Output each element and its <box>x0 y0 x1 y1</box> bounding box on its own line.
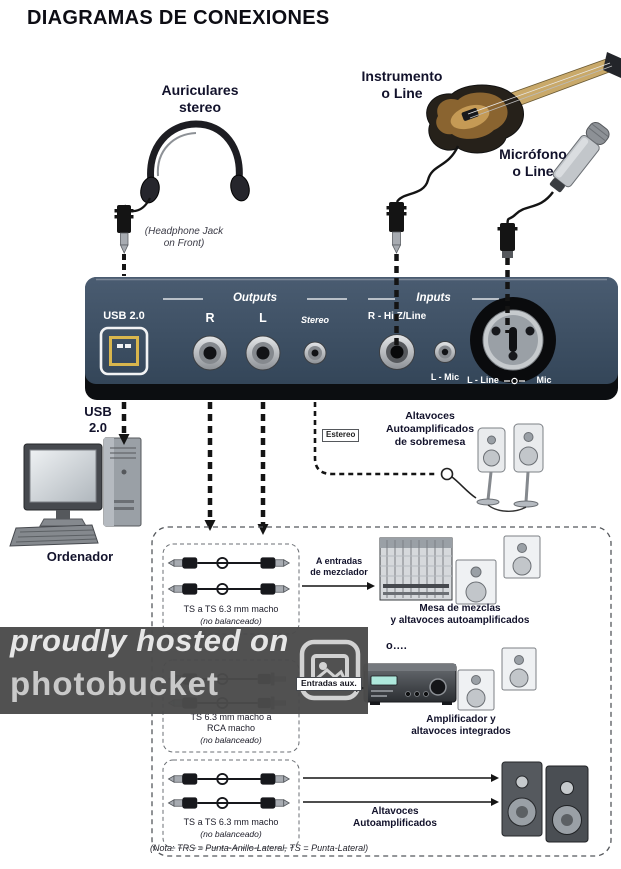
page-title: DIAGRAMAS DE CONEXIONES <box>27 7 330 29</box>
row2-cable-note: (no balanceado) <box>200 735 262 745</box>
desktop-speakers-label: Altavoces Autoamplificados de sobremesa <box>385 410 475 448</box>
desktop-speakers-illustration <box>476 423 544 512</box>
combo-input-jack <box>470 297 556 383</box>
row3-caption: Altavoces Autoamplificados <box>353 806 437 830</box>
microphone-label: Micrófono o Line <box>499 146 567 180</box>
stereo-cable-label: Estereo <box>322 429 360 442</box>
computer-label: Ordenador <box>46 549 114 564</box>
row2-arrow-label: Entradas aux. <box>296 677 362 691</box>
instrument-label: Instrumento o Line <box>361 68 443 102</box>
combo-line-label: L - Line <box>467 375 499 385</box>
inputs-header: Inputs <box>416 292 451 304</box>
flow-arrows <box>118 402 499 806</box>
microphone-illustration <box>549 121 610 193</box>
input-l-mic-label: L - Mic <box>430 372 460 382</box>
stereo-cable <box>313 402 477 499</box>
headphone-jack-note: (Headphone Jack on Front) <box>144 226 224 250</box>
headphone-cable <box>114 197 151 276</box>
amplifier-illustration <box>363 663 457 705</box>
amplifier-speakers-illustration <box>457 647 537 711</box>
input-jack-r <box>379 334 415 370</box>
or-label: o…. <box>386 640 407 652</box>
input-r-label: R - Hi Z/Line <box>367 311 427 322</box>
combo-mic-label: Mic <box>536 375 552 385</box>
headphones-label: Auriculares stereo <box>161 82 239 116</box>
interface-panel <box>85 277 618 400</box>
row3-cable-label: TS a TS 6.3 mm macho <box>183 817 279 827</box>
outputs-header: Outputs <box>232 292 278 304</box>
output-l-label: L <box>259 311 267 325</box>
studio-monitors-illustration <box>501 761 589 843</box>
row1-cable-note: (no balanceado) <box>200 616 262 626</box>
row2-cable-label: TS 6.3 mm macho a RCA macho <box>190 712 272 733</box>
row2-caption: Amplificador y altavoces integrados <box>411 714 511 738</box>
output-jack-l <box>245 335 281 371</box>
row1-cable-label: TS a TS 6.3 mm macho <box>183 604 279 614</box>
trs-plug-icon <box>504 377 525 385</box>
output-r-label: R <box>205 311 215 325</box>
output-jack-stereo <box>303 341 327 365</box>
mixer-illustration <box>379 537 453 601</box>
output-stereo-label: Stereo <box>300 315 329 325</box>
instrument-cable <box>386 145 460 345</box>
guitar-illustration <box>426 52 621 154</box>
output-jack-r <box>192 335 228 371</box>
watermark-text-line2: photobucket <box>10 665 219 702</box>
photobucket-watermark: proudly hosted on photobucket <box>0 623 368 714</box>
mixer-speakers-illustration <box>455 535 541 605</box>
row1-arrow-label: A entradas de mezclador <box>310 556 368 577</box>
headphones-illustration <box>140 120 250 204</box>
microphone-cable <box>497 191 554 333</box>
input-jack-l-mic <box>434 341 456 363</box>
row1-caption: Mesa de mezclas y altavoces autoamplific… <box>390 603 530 627</box>
usb-port <box>99 326 149 376</box>
usb-port-label: USB 2.0 <box>103 310 145 322</box>
watermark-text-line1: proudly hosted on <box>10 623 289 658</box>
trs-footnote: (Nota: TRS = Punta-Anillo-Lateral, TS = … <box>150 843 369 853</box>
row3-cable-note: (no balanceado) <box>200 829 262 839</box>
usb-label: USB 2.0 <box>84 404 112 435</box>
